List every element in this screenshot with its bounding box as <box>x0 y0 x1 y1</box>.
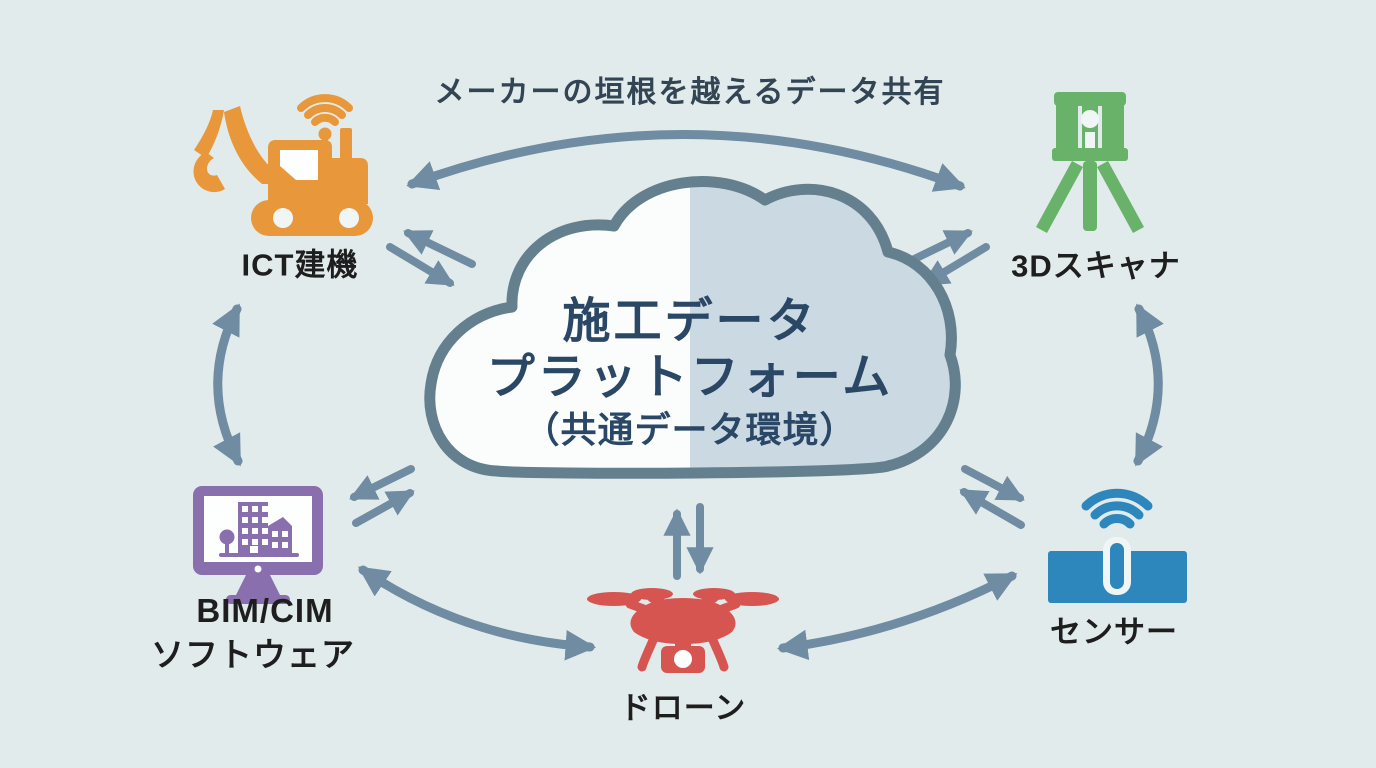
quadcopter-drone-icon <box>587 588 779 673</box>
arrow-drone-sensor-arc <box>776 571 1018 661</box>
label-3d-scanner: 3Dスキャナ <box>1011 248 1181 284</box>
cloud-text-line1: 施工データ <box>562 295 818 348</box>
label-ict-machine: ICT建機 <box>241 247 359 283</box>
cloud-text-line2: プラットフォーム <box>486 351 894 404</box>
laser-scanner-tripod-icon <box>1036 92 1144 233</box>
arrow-left-machine-bim <box>212 303 243 467</box>
excavator-wifi-icon <box>193 94 373 236</box>
label-bim-cim-line2: ソフトウェア <box>151 636 355 673</box>
monitor-buildings-icon <box>193 486 323 604</box>
excavator-wifi-waves <box>297 94 353 126</box>
arrow-cloud-to-sensor <box>961 465 1025 502</box>
label-drone: ドローン <box>619 690 747 726</box>
label-sensor: センサー <box>1050 614 1178 650</box>
arrow-bim-drone-arc <box>357 565 597 661</box>
arrow-cloud-to-machine <box>403 229 476 268</box>
arrow-sensor-to-cloud <box>959 488 1025 529</box>
label-bim-cim-line1: BIM/CIM <box>196 592 334 629</box>
arrow-bim-to-cloud <box>352 489 415 527</box>
data-flow-arrows <box>212 130 1164 661</box>
arrow-top-arc-machine-scanner <box>406 130 966 192</box>
arrow-cloud-to-bim <box>349 465 415 501</box>
diagram-title: メーカーの垣根を越えるデータ共有 <box>434 76 946 109</box>
ground-sensor-wifi-icon <box>1048 488 1187 603</box>
arrow-right-scanner-sensor <box>1133 303 1164 467</box>
arrow-machine-to-cloud <box>386 243 455 287</box>
cloud-text-line3: （共通データ環境） <box>523 409 857 450</box>
sensor-wifi-waves <box>1081 488 1153 529</box>
